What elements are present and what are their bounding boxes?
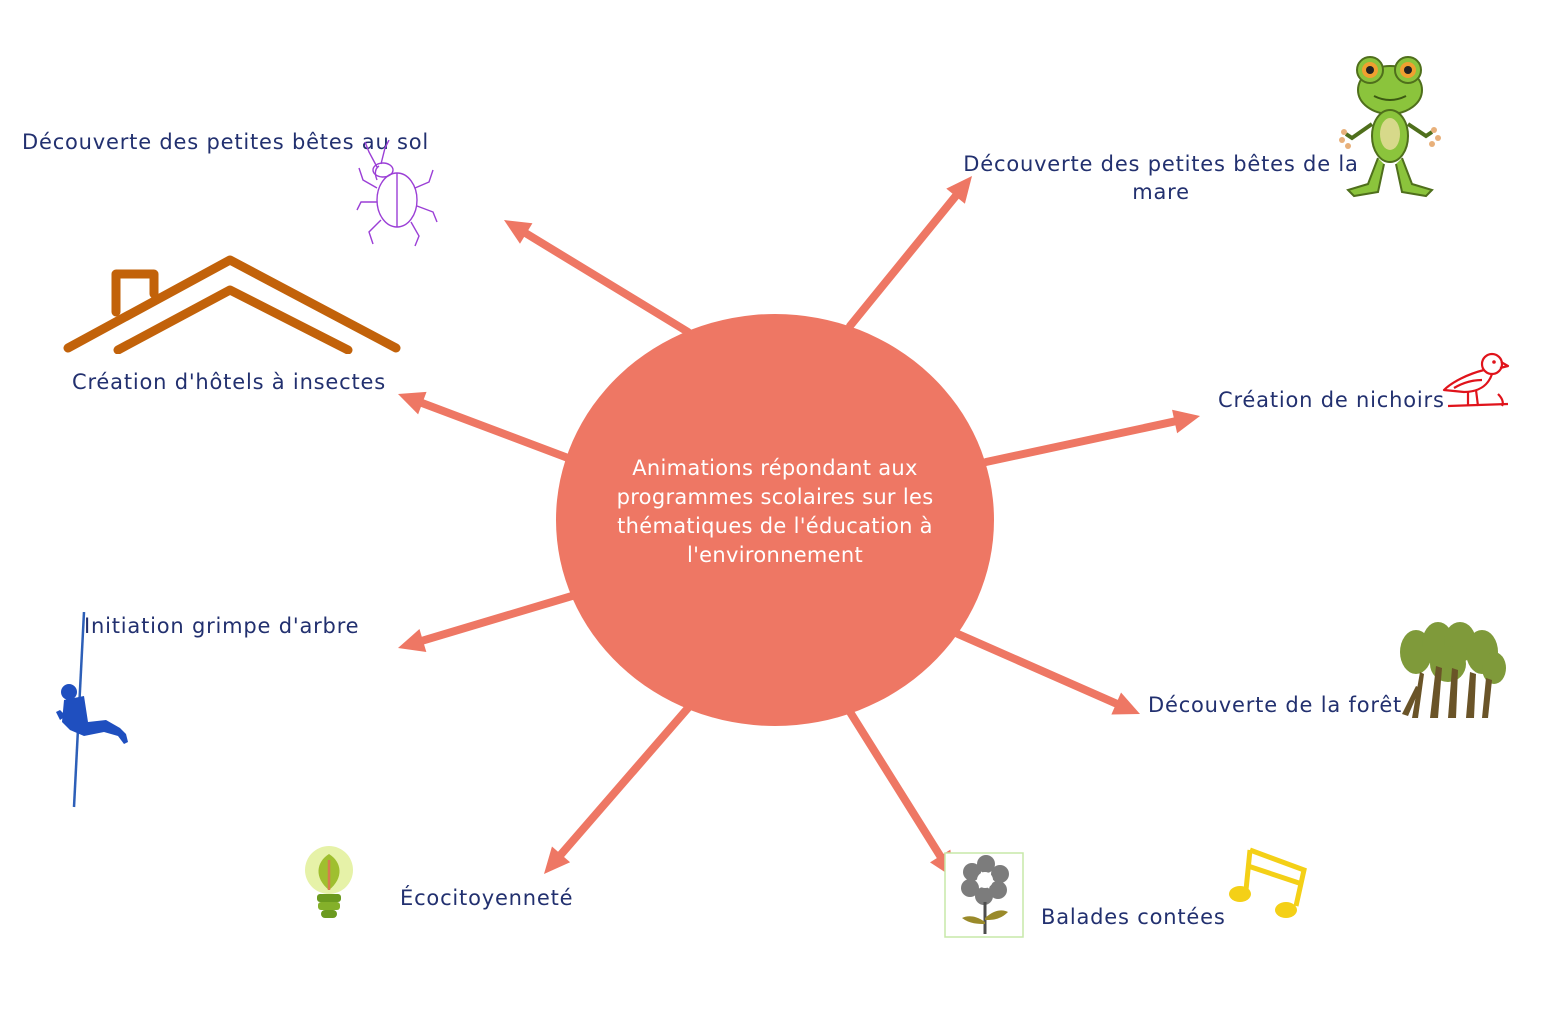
arrowhead-foret [1111,692,1140,715]
central-topic-node[interactable]: Animations répondant aux programmes scol… [556,314,994,726]
branch-label-foret[interactable]: Découverte de la forêt [1148,693,1403,717]
arrow-balades [846,708,945,860]
arrow-mare [846,192,960,330]
branch-label-grimpe[interactable]: Initiation grimpe d'arbre [84,614,360,638]
leaf-bulb-icon [305,846,353,918]
arrow-sol [522,229,692,336]
frog-icon [1339,56,1441,198]
branch-label-sol[interactable]: Découverte des petites bêtes au sol [22,130,430,154]
branch-label-hotels[interactable]: Création d'hôtels à insectes [72,370,386,394]
arrowhead-grimpe [398,629,427,653]
climber-icon [56,612,128,808]
arrowhead-hotels [398,391,427,415]
arrowhead-sol [504,220,533,244]
roof-icon [63,255,401,354]
bird-icon [1442,352,1510,408]
arrowhead-nichoirs [1172,409,1200,434]
arrow-eco [557,704,692,859]
arrow-nichoirs [982,417,1179,466]
branch-label-nichoirs[interactable]: Création de nichoirs [1218,388,1445,412]
branch-label-eco[interactable]: Écocitoyenneté [400,886,574,910]
beetle-icon [356,140,438,247]
arrow-grimpe [418,592,576,645]
arrowhead-mare [946,176,972,204]
flower-icon [944,852,1024,938]
music-note-icon [1229,847,1307,918]
branch-label-mare[interactable]: Découverte des petites bêtes de la mare [963,152,1359,204]
branch-label-balades[interactable]: Balades contées [1041,905,1226,929]
central-topic-text: Animations répondant aux programmes scol… [616,456,934,567]
trees-icon [1400,622,1506,718]
arrow-foret [954,630,1121,708]
arrowhead-eco [544,846,571,874]
arrow-hotels [418,399,572,462]
